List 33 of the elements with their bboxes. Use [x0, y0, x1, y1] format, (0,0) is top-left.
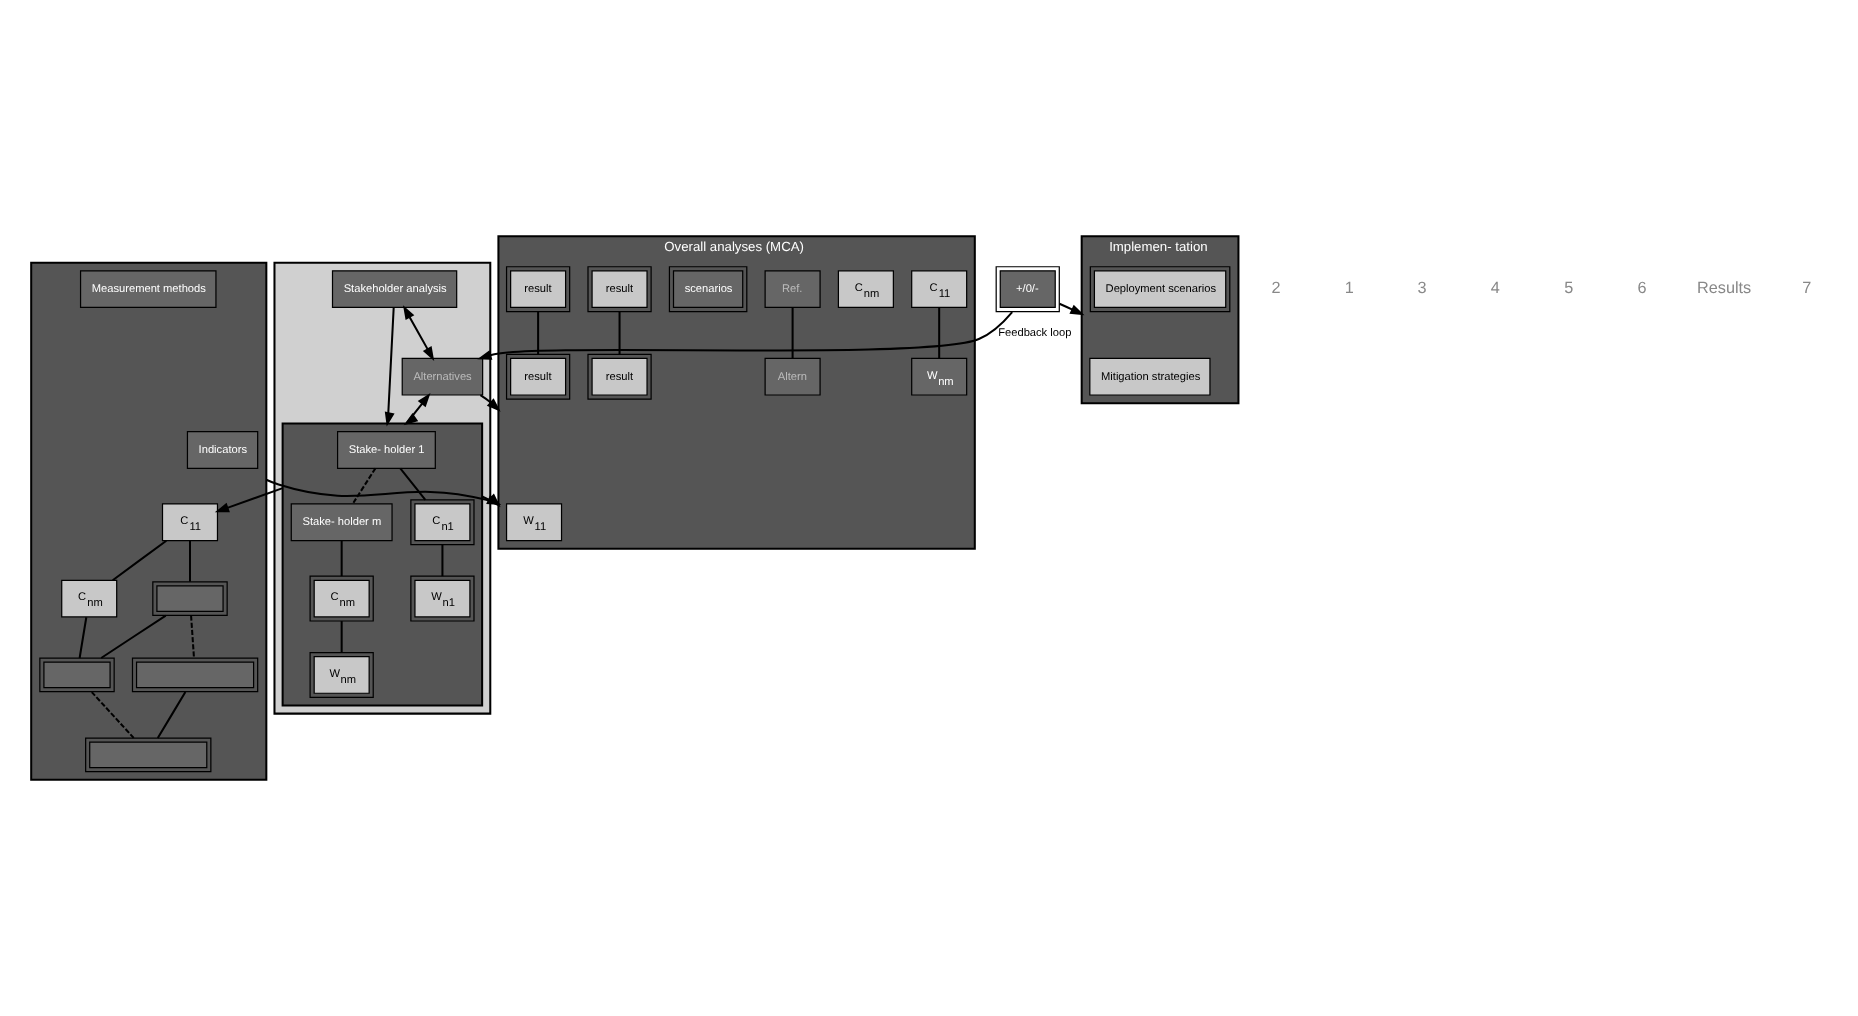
connector: [537, 311, 540, 355]
connector: [190, 615, 195, 659]
arrow: [1059, 302, 1085, 316]
connector: [156, 691, 187, 739]
arrow: [403, 392, 431, 426]
arrow: [384, 307, 395, 427]
arrow: [477, 311, 1013, 360]
label: 6: [1637, 279, 1647, 298]
connector: [352, 467, 377, 505]
label: Results: [1697, 279, 1752, 298]
cluster: [30, 261, 268, 781]
connector: [618, 311, 621, 355]
connector: [340, 540, 343, 577]
connector: [188, 540, 191, 582]
label: 3: [1417, 279, 1427, 298]
arrow: [479, 394, 501, 412]
connector: [938, 307, 941, 359]
arrow: [403, 305, 435, 361]
label: 4: [1490, 279, 1500, 298]
connector: [340, 621, 343, 653]
connector: [791, 307, 794, 359]
arrow: [214, 487, 283, 513]
connector: [399, 467, 427, 501]
connector: [441, 544, 444, 577]
label: 1: [1344, 279, 1354, 298]
connector: [91, 691, 135, 739]
label: 5: [1564, 279, 1574, 298]
cluster: [281, 422, 484, 707]
connector: [78, 617, 88, 659]
connector: [100, 614, 167, 659]
connector: [112, 539, 167, 582]
label: 7: [1802, 279, 1812, 298]
label: 2: [1271, 279, 1281, 298]
